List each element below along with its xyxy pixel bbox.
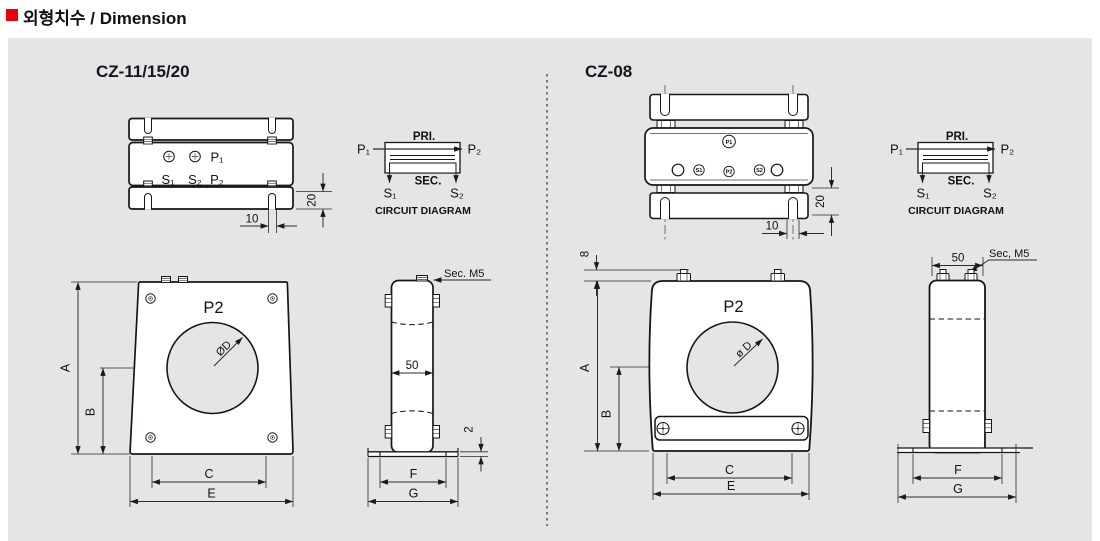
dim-label-f: F xyxy=(954,463,962,477)
through-hole xyxy=(166,321,259,415)
circuit-caption: CIRCUIT DIAGRAM xyxy=(375,205,471,217)
side-studs xyxy=(384,275,440,439)
sec-screw-callout: Sec. M5 xyxy=(433,268,491,283)
circuit-label-sec: SEC. xyxy=(948,176,975,188)
left-front-view-drawing: A B P2 ØD C E xyxy=(59,276,294,507)
terminal-marks: P1 S1 P2 S2 xyxy=(671,134,784,178)
dim-label-e: E xyxy=(207,487,215,501)
terminal-screws xyxy=(163,150,201,163)
base-plate xyxy=(367,448,459,458)
dimension-20: 20 xyxy=(296,173,332,228)
terminal-label-s2: S2 xyxy=(756,168,763,174)
dim-label-20: 20 xyxy=(815,195,827,208)
circuit-label-pri: PRI. xyxy=(946,131,968,143)
page-title: 외형치수 / Dimension xyxy=(23,9,187,28)
top-flange xyxy=(649,93,809,121)
dim-label-a: A xyxy=(578,363,592,372)
dim-label-g: G xyxy=(953,482,963,496)
corner-screws xyxy=(145,293,278,443)
circuit-label-p2: P₂ xyxy=(468,142,482,157)
circuit-label-s1: S₁ xyxy=(916,186,930,201)
dim-label-b: B xyxy=(84,408,98,416)
core-split-line-bottom xyxy=(391,410,434,415)
screw-studs xyxy=(143,136,277,189)
model-title-left: CZ-11/15/20 xyxy=(96,62,190,81)
dimension-g: G xyxy=(367,458,459,507)
dim-label-b: B xyxy=(600,410,614,418)
circuit-label-p1: P₁ xyxy=(890,142,904,157)
sec-screw-label: Sec. M5 xyxy=(444,268,484,280)
dimension-c: C xyxy=(666,453,793,484)
bottom-flange xyxy=(649,192,809,220)
dimension-c: C xyxy=(151,456,267,488)
bottom-flange xyxy=(128,186,294,210)
right-top-view-drawing: P1 S1 P2 S2 10 20 xyxy=(644,85,839,240)
dimension-f: F xyxy=(379,458,447,488)
base-plate xyxy=(897,444,1033,457)
circuit-label-s1: S₁ xyxy=(383,186,397,201)
top-bolts xyxy=(936,269,978,281)
top-bolts xyxy=(676,269,785,282)
right-circuit-diagram: P₁ P₂ PRI. SEC. S₁ S₂ CIRCUIT DIAGRAM xyxy=(890,131,1015,217)
terminal-label-s2: S₂ xyxy=(188,172,202,187)
dimension-10: 10 xyxy=(240,210,297,233)
terminal-label-p2: P2 xyxy=(726,170,733,176)
dim-label-offset: 8 xyxy=(580,251,592,257)
left-side-view-drawing: Sec. M5 50 2 F G xyxy=(367,268,491,507)
dim-label-plate: 2 xyxy=(464,426,476,432)
circuit-label-pri: PRI. xyxy=(413,131,435,143)
circuit-label-p2: P₂ xyxy=(1001,142,1015,157)
dimension-50: 50 xyxy=(931,253,984,276)
terminal-label-p1: P₁ xyxy=(210,150,224,165)
circuit-label-sec: SEC. xyxy=(415,176,442,188)
section-bullet-icon xyxy=(6,9,18,21)
model-title-right: CZ-08 xyxy=(585,62,633,81)
dim-label-c: C xyxy=(725,463,734,477)
body xyxy=(928,279,986,454)
panel-divider xyxy=(546,74,548,526)
dim-label-e: E xyxy=(727,479,735,493)
dimension-e: E xyxy=(129,456,294,507)
terminal-label-s1: S1 xyxy=(696,168,703,174)
dim-label-10: 10 xyxy=(766,221,779,233)
left-circuit-diagram: P₁ P₂ PRI. SEC. S₁ S₂ CIRCUIT DIAGRAM xyxy=(357,131,482,217)
terminal-label-s1: S₁ xyxy=(161,172,175,187)
dimension-2: 2 xyxy=(460,426,488,472)
dim-label-10: 10 xyxy=(246,214,259,226)
dimension-20: 20 xyxy=(812,167,839,236)
through-hole xyxy=(686,321,779,414)
side-studs xyxy=(922,419,992,433)
sec-screw-label: Sec, M5 xyxy=(989,248,1029,260)
core-split-line-top xyxy=(391,321,434,326)
dimension-g: G xyxy=(897,456,1017,503)
dimension-f: F xyxy=(912,454,1003,484)
dim-label-f: F xyxy=(410,467,418,481)
circuit-label-s2: S₂ xyxy=(983,186,997,201)
top-flange xyxy=(128,117,294,141)
dimension-10: 10 xyxy=(762,220,824,239)
sec-screw-callout: Sec, M5 xyxy=(969,248,1037,273)
dim-label-c: C xyxy=(204,467,213,481)
terminal-label-p2: P₂ xyxy=(210,172,224,187)
front-label-p2: P2 xyxy=(203,299,223,317)
front-label-p2: P2 xyxy=(723,298,743,316)
dim-label-g: G xyxy=(409,487,419,501)
dim-label-20: 20 xyxy=(307,194,319,207)
terminal-label-p1: P1 xyxy=(726,140,733,146)
dimension-50: 50 xyxy=(391,360,433,376)
circuit-label-p1: P₁ xyxy=(357,142,371,157)
circuit-label-s2: S₂ xyxy=(450,186,464,201)
dim-label-50: 50 xyxy=(406,360,419,372)
dim-label-a: A xyxy=(59,363,73,372)
right-side-view-drawing: 50 Sec, M5 F G xyxy=(897,248,1037,503)
terminal-plate xyxy=(654,415,809,441)
dim-label-50: 50 xyxy=(952,253,965,265)
left-top-view-drawing: P₁ S₁ S₂ P₂ 10 20 xyxy=(128,117,332,233)
circuit-caption: CIRCUIT DIAGRAM xyxy=(908,205,1004,217)
right-front-view-drawing: 8 A B P2 ø D C E xyxy=(578,251,814,500)
dimension-e: E xyxy=(652,453,810,500)
